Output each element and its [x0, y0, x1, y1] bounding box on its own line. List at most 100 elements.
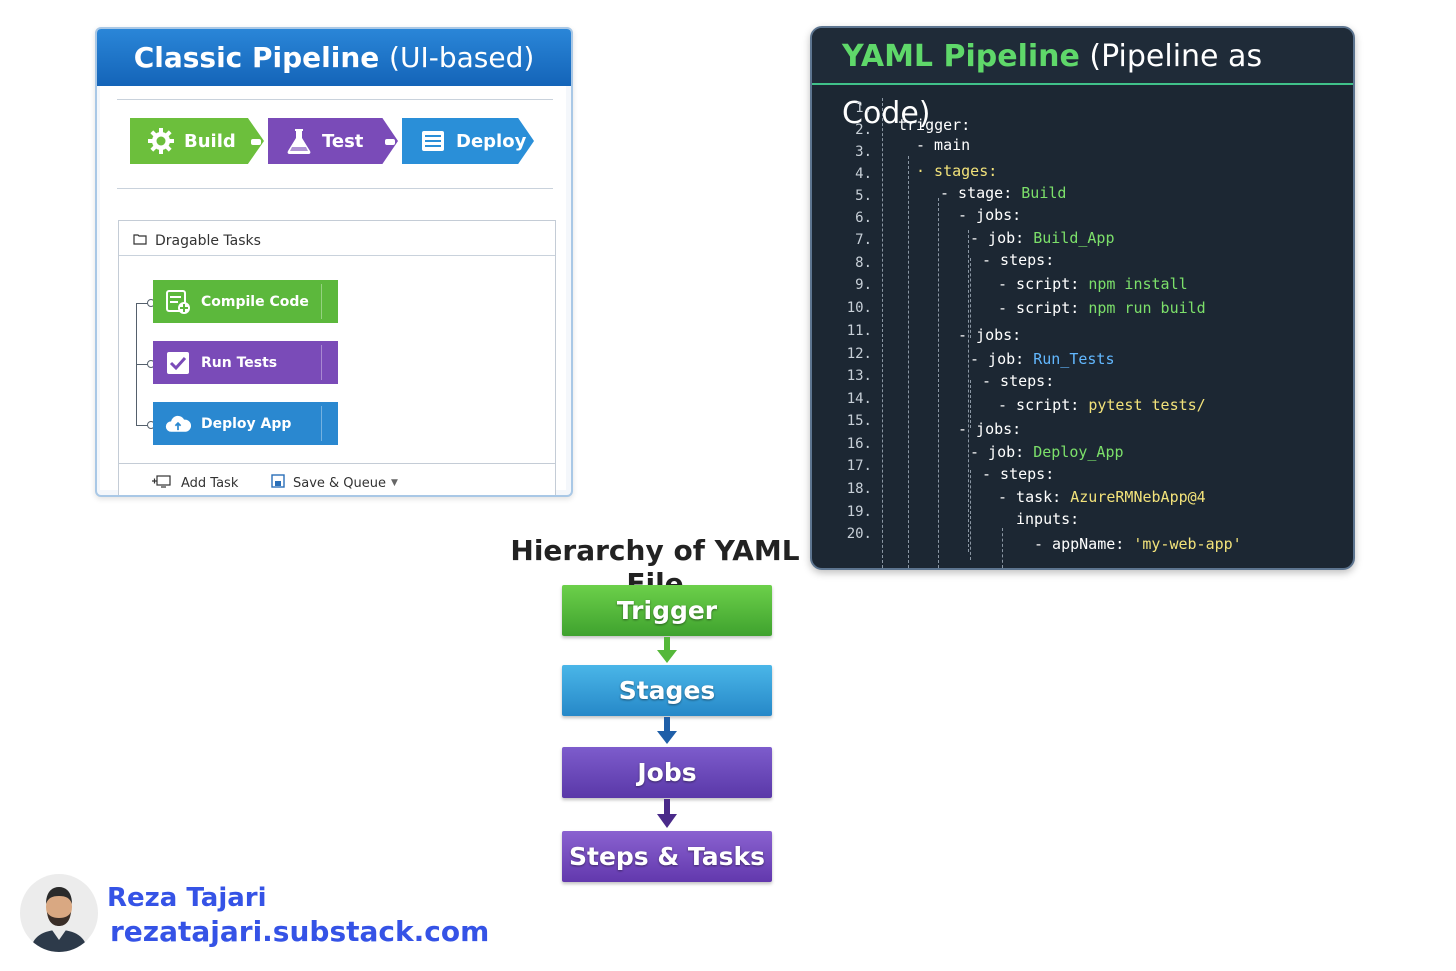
classic-title: Classic Pipeline [133, 41, 380, 74]
line-number: 17. [846, 458, 872, 474]
code-value: Deploy_App [1033, 443, 1124, 461]
hierarchy-jobs: Jobs [562, 747, 772, 798]
code-key: - steps: [982, 251, 1055, 269]
stage-test-label: Test [322, 130, 364, 152]
tasks-footer: Add Task Save & Queue ▼ [119, 463, 555, 495]
code-key: - main [916, 136, 971, 154]
code-line: - job: Run_Tests [970, 350, 1115, 368]
code-key: · stages: [916, 162, 998, 180]
add-task-icon [151, 474, 171, 492]
line-number: 13. [846, 368, 872, 384]
server-icon [418, 126, 448, 156]
compile-icon [165, 289, 191, 315]
code-line: inputs: [1016, 510, 1079, 528]
indent-guide [882, 98, 883, 568]
code-value: pytest tests/ [1088, 396, 1206, 414]
save-icon [271, 474, 285, 492]
indent-guide [968, 230, 969, 552]
line-number: 4. [855, 166, 872, 182]
code-key: - job: [970, 350, 1034, 368]
drag-handle[interactable] [321, 406, 338, 441]
hierarchy-trigger: Trigger [562, 585, 772, 636]
code-value: AzureRMNebApp@4 [1070, 488, 1206, 506]
code-line: - steps: [982, 465, 1054, 483]
task-tree-branch [136, 425, 150, 426]
code-value: Run_Tests [1033, 350, 1115, 368]
code-key: - appName: [1034, 535, 1134, 553]
code-key: - jobs: [958, 420, 1022, 438]
code-key: - script: [998, 299, 1089, 317]
code-key: - script: [998, 275, 1089, 293]
classic-subtitle: (UI-based) [389, 41, 535, 74]
line-number: 18. [846, 481, 872, 497]
hierarchy-steps-tasks: Steps & Tasks [562, 831, 772, 882]
save-queue-button[interactable]: Save & Queue ▼ [271, 474, 398, 492]
stage-deploy[interactable]: Deploy [402, 118, 534, 164]
task-run-tests[interactable]: Run Tests [153, 341, 338, 384]
classic-pipeline-panel: Classic Pipeline (UI-based) Build Test D… [95, 27, 573, 497]
code-line: · stages: [916, 162, 997, 180]
line-number: 14. [846, 391, 872, 407]
stage-build[interactable]: Build [130, 118, 264, 164]
avatar [20, 874, 98, 952]
stage-build-label: Build [184, 130, 236, 152]
line-number: 7. [855, 232, 872, 248]
task-compile-code[interactable]: Compile Code [153, 280, 338, 323]
line-number: 2. [855, 122, 872, 138]
yaml-code-editor[interactable]: 1.2.3.4.5.6.7.8.9.10.11.12.13.14.15.16.1… [812, 98, 1353, 568]
yaml-subtitle: (Pipeline as Code) [842, 39, 1263, 131]
yaml-title: YAML Pipeline [842, 39, 1080, 74]
hierarchy-stages: Stages [562, 665, 772, 716]
code-value: Build [1021, 184, 1067, 202]
code-key: - job: [970, 229, 1034, 247]
gear-icon [146, 126, 176, 156]
code-key: - jobs: [958, 326, 1022, 344]
yaml-pipeline-header: YAML Pipeline (Pipeline as Code) [812, 28, 1353, 131]
indent-guide [970, 380, 971, 428]
line-number: 6. [855, 210, 872, 226]
divider [119, 255, 555, 256]
code-key: - stage: [940, 184, 1022, 202]
line-number: 20. [846, 526, 872, 542]
code-line: - steps: [982, 251, 1054, 269]
code-line: - job: Build_App [970, 229, 1115, 247]
chevron-down-icon: ▼ [391, 478, 398, 488]
arrow-down-icon [657, 637, 677, 668]
folder-icon [133, 233, 147, 249]
code-key: - steps: [982, 372, 1055, 390]
code-line: - main [916, 136, 970, 154]
add-task-label: Add Task [181, 475, 239, 491]
dragable-tasks-title: Dragable Tasks [155, 233, 261, 249]
stage-deploy-label: Deploy [456, 130, 527, 152]
code-line: - job: Deploy_App [970, 443, 1124, 461]
code-value: npm install [1088, 275, 1188, 293]
stage-connector [250, 138, 262, 146]
line-number: 9. [855, 277, 872, 293]
code-line: - stage: Build [940, 184, 1066, 202]
stage-test[interactable]: Test [268, 118, 398, 164]
indent-guide [970, 470, 971, 560]
code-key: trigger: [898, 116, 971, 134]
line-number: 12. [846, 346, 872, 362]
yaml-pipeline-panel: YAML Pipeline (Pipeline as Code) 1.2.3.4… [810, 26, 1355, 570]
stage-connector [384, 138, 396, 146]
code-line: - appName: 'my-web-app' [1034, 535, 1242, 553]
code-line: - jobs: [958, 326, 1021, 344]
line-number: 3. [855, 144, 872, 160]
indent-guide [1002, 528, 1003, 568]
checkbox-icon [165, 350, 191, 376]
drag-handle[interactable] [321, 284, 338, 319]
code-line: - script: npm install [998, 275, 1188, 293]
code-line: - script: pytest tests/ [998, 396, 1206, 414]
code-value: Build_App [1033, 229, 1115, 247]
code-line: - task: AzureRMNebApp@4 [998, 488, 1206, 506]
author-url[interactable]: rezatajari.substack.com [110, 915, 490, 948]
code-key: - task: [998, 488, 1071, 506]
task-deploy-app[interactable]: Deploy App [153, 402, 338, 445]
line-number: 15. [846, 413, 872, 429]
task-tree-branch [136, 303, 150, 304]
dragable-tasks-header: Dragable Tasks [133, 233, 261, 249]
add-task-button[interactable]: Add Task [151, 474, 238, 492]
drag-handle[interactable] [321, 345, 338, 380]
task-run-tests-label: Run Tests [201, 354, 278, 371]
